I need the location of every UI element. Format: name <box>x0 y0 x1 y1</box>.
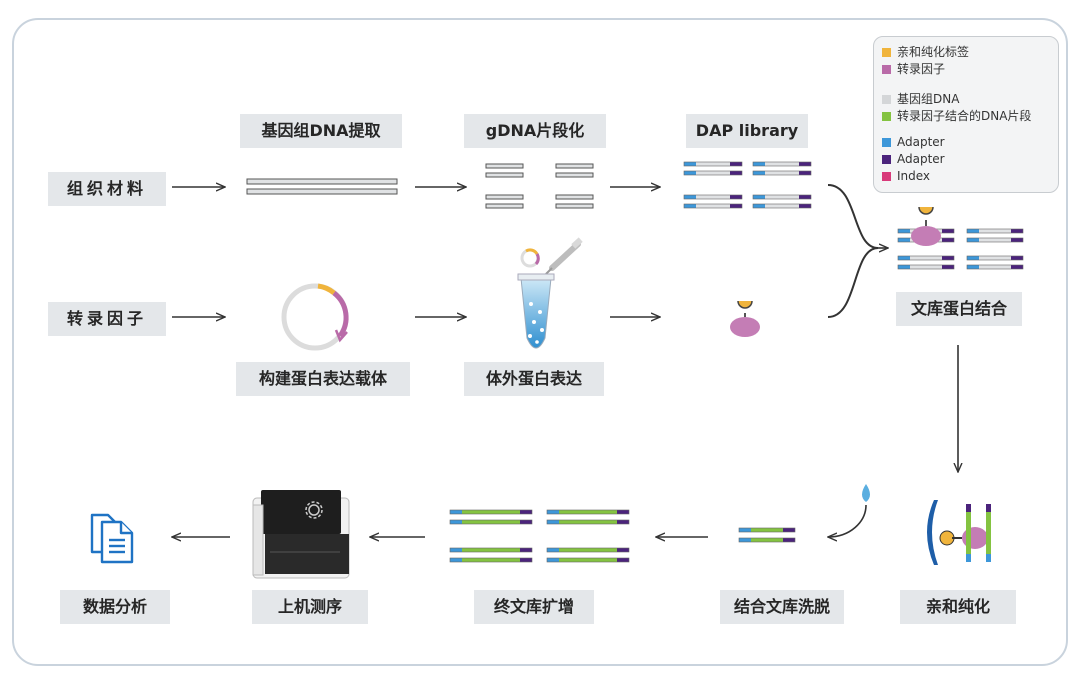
legend-swatch <box>882 95 891 104</box>
label-library-binding: 文库蛋白结合 <box>896 292 1022 326</box>
dna-fragment-pair <box>546 509 630 525</box>
dna-fragment-pair <box>683 194 743 209</box>
merge-brace <box>827 184 879 318</box>
protein-icon <box>911 206 941 246</box>
legend-item: 基因组DNA <box>882 90 959 107</box>
gdna-fragments <box>485 163 594 209</box>
bound-dna-strands <box>966 504 991 562</box>
gear-icon <box>305 501 323 519</box>
dna-fragment-pair <box>683 161 743 176</box>
legend-swatch <box>882 48 891 57</box>
diagram-frame <box>12 18 1068 666</box>
label-dap-library: DAP library <box>686 114 808 148</box>
label-data-analysis: 数据分析 <box>60 590 170 624</box>
bead-icon <box>927 500 962 565</box>
label-sequencing: 上机测序 <box>252 590 368 624</box>
protein-icon <box>730 300 760 337</box>
label-affinity-purification: 亲和纯化 <box>900 590 1016 624</box>
label-library-elution: 结合文库洗脱 <box>720 590 844 624</box>
label-transcription-factor: 转录因子 <box>48 302 166 336</box>
legend-swatch <box>882 155 891 164</box>
arrow-icon <box>828 504 867 537</box>
droplet-icon <box>862 484 870 502</box>
sequencer-icon <box>252 490 350 579</box>
plasmid-icon <box>281 283 349 351</box>
dna-fragment-pair <box>752 161 812 176</box>
dna-fragment-pair <box>966 255 1024 270</box>
tube-icon <box>517 273 555 349</box>
dna-fragment-pair <box>966 228 1024 243</box>
label-gdna-extraction: 基因组DNA提取 <box>240 114 402 148</box>
dna-fragment-pair <box>449 509 533 525</box>
pipette-icon <box>520 237 583 275</box>
dna-fragment-pair <box>752 194 812 209</box>
binding-library-fragments <box>897 228 1024 270</box>
dna-fragment-pair <box>738 527 796 543</box>
arrows <box>172 185 958 537</box>
legend-item: 转录因子 <box>882 60 945 77</box>
label-gdna-fragmentation: gDNA片段化 <box>464 114 606 148</box>
documents-icon <box>90 513 134 564</box>
eluted-library-fragments <box>738 527 796 543</box>
legend-swatch <box>882 112 891 121</box>
legend-swatch <box>882 138 891 147</box>
legend-item: Adapter <box>882 135 945 149</box>
dna-fragment-pair <box>449 547 533 563</box>
legend-item: Index <box>882 169 930 183</box>
label-in-vitro-expression: 体外蛋白表达 <box>464 362 604 396</box>
amplified-library-fragments <box>449 509 630 563</box>
protein-icon <box>962 527 988 549</box>
legend-swatch <box>882 65 891 74</box>
label-final-amplification: 终文库扩增 <box>474 590 594 624</box>
label-expression-vector: 构建蛋白表达载体 <box>236 362 410 396</box>
label-tissue: 组织材料 <box>48 172 166 206</box>
dap-library-fragments <box>683 161 812 209</box>
legend-item: 亲和纯化标签 <box>882 43 969 60</box>
dna-fragment-pair <box>546 547 630 563</box>
dna-fragment-pair <box>897 255 955 270</box>
legend: 亲和纯化标签 转录因子 基因组DNA 转录因子结合的DNA片段 Adapter … <box>873 36 1059 193</box>
legend-item: Adapter <box>882 152 945 166</box>
legend-swatch <box>882 172 891 181</box>
legend-item: 转录因子结合的DNA片段 <box>882 107 1031 124</box>
genomic-dna-strands <box>246 178 398 195</box>
